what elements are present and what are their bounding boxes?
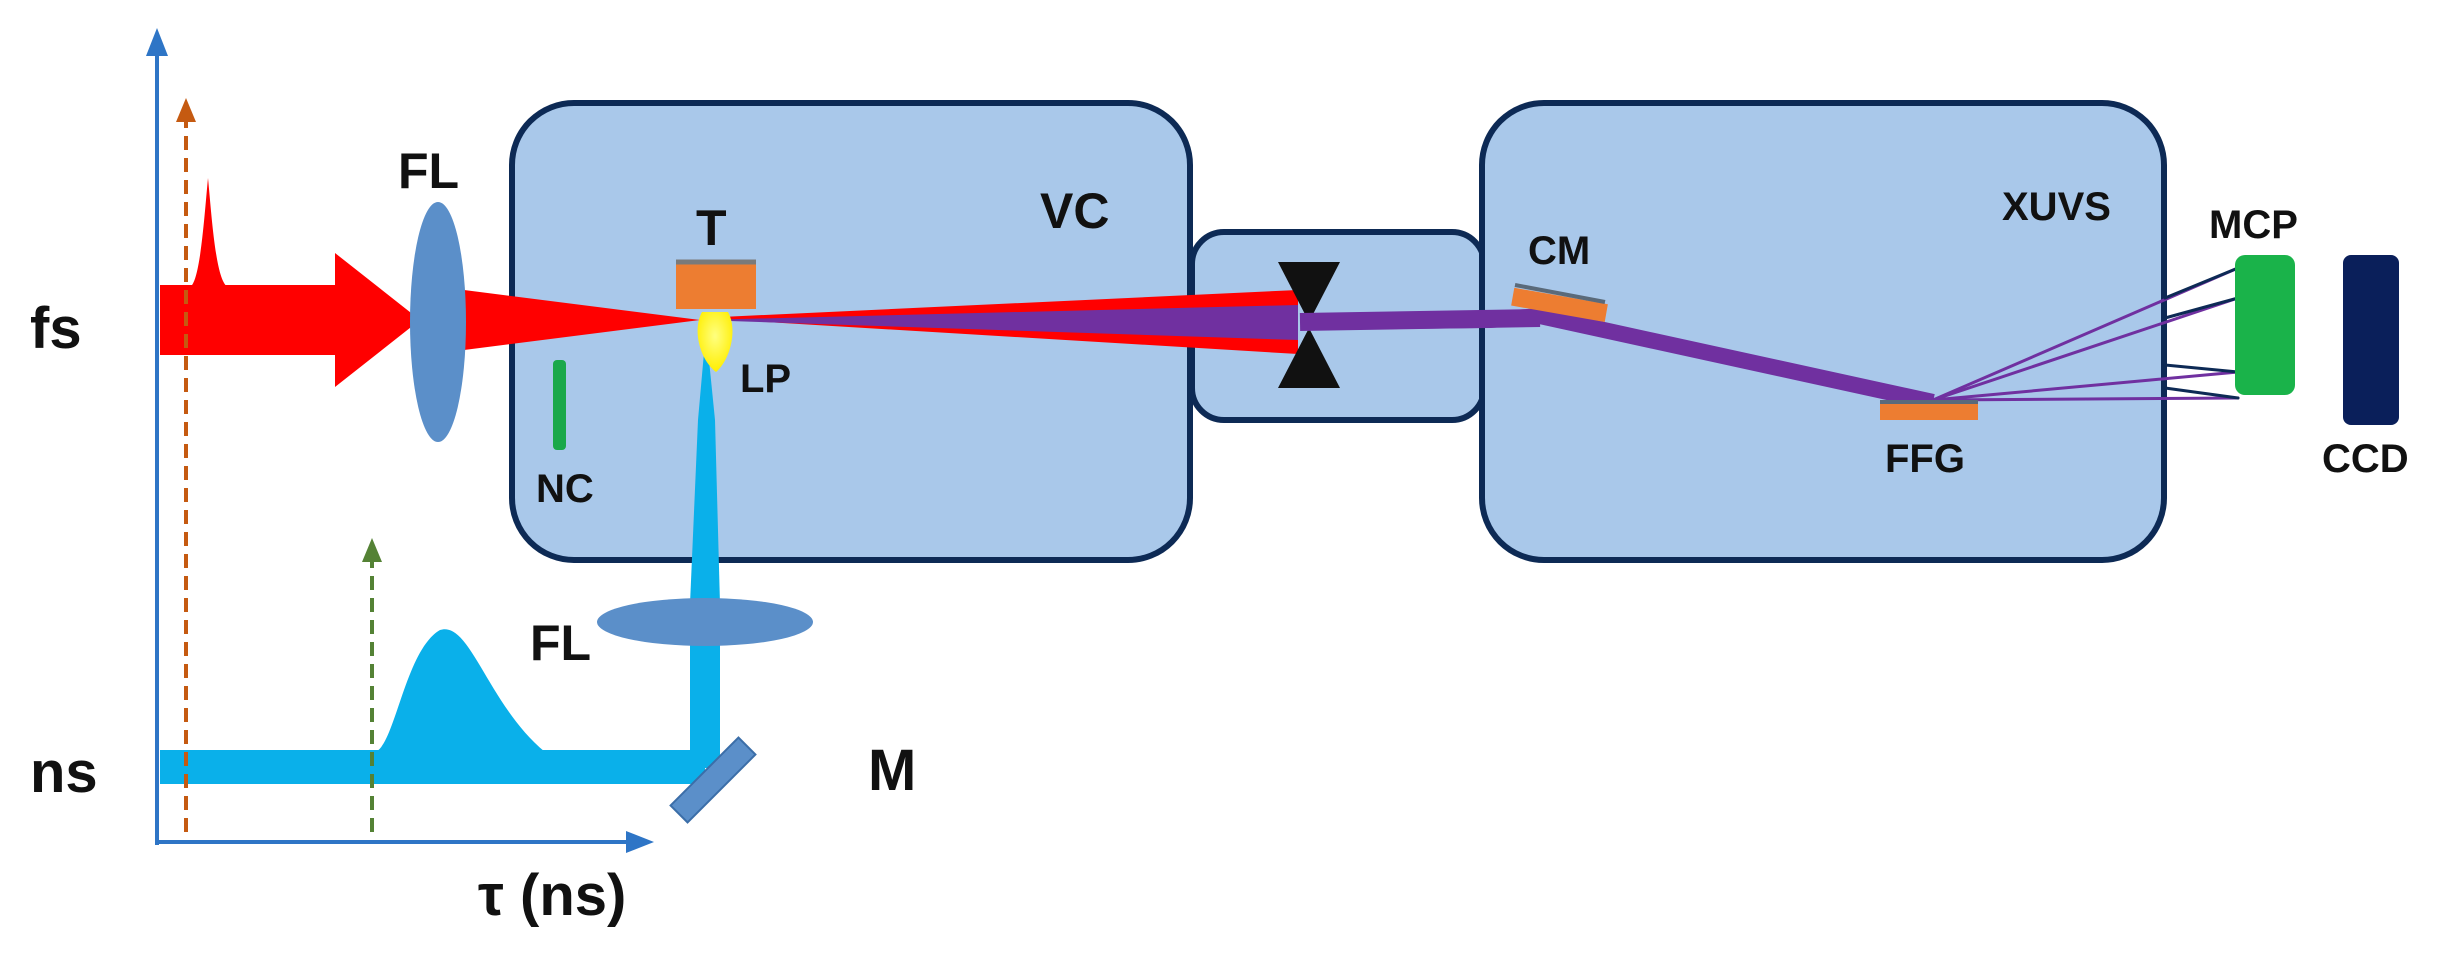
focusing-lens-top-label: FL: [398, 143, 459, 199]
ns-time-marker: [362, 538, 382, 832]
time-axes: [146, 28, 654, 853]
focusing-lens-bottom-label: FL: [530, 615, 591, 671]
mirror: [669, 736, 757, 824]
vacuum-chamber-label: VC: [1040, 183, 1109, 239]
ns-beam-focusing-cone: [690, 330, 720, 604]
nc-label: NC: [536, 467, 594, 511]
fs-pulse-shape: [190, 178, 228, 287]
mcp-label: MCP: [2209, 203, 2298, 247]
target: [676, 263, 756, 309]
cylindrical-mirror-edge: [1514, 283, 1606, 304]
harmonic-beam-horizontal-segment: [1299, 309, 1541, 331]
ccd-camera: [2343, 255, 2399, 425]
ns-beam-vertical: [690, 628, 720, 768]
cylindrical-mirror-label: CM: [1528, 229, 1590, 273]
focus-marker-icon-lower: [1278, 328, 1340, 388]
focusing-lens-bottom: [597, 598, 813, 646]
tau-axis-label: τ (ns): [478, 863, 626, 928]
flat-field-grating: [1880, 404, 1978, 420]
nc-plate: [553, 360, 566, 450]
ns-pulse-shape: [375, 629, 545, 752]
target-label: T: [696, 200, 727, 256]
diffracted-beams: [1931, 266, 2240, 402]
focus-marker-icon: [1278, 262, 1340, 322]
focusing-lens-top: [410, 202, 466, 442]
ns-label: ns: [30, 740, 98, 805]
xuv-spectrometer-chamber: [1479, 100, 2167, 563]
harmonic-beam-in-vc: [700, 305, 1298, 340]
mirror-label: M: [868, 738, 916, 803]
fs-beam-focusing-cone: [425, 285, 700, 355]
ccd-label: CCD: [2322, 437, 2409, 481]
laser-plasma-label: LP: [740, 357, 791, 401]
cylindrical-mirror: [1511, 287, 1608, 323]
fs-time-marker: [176, 98, 196, 832]
ns-beam-horizontal: [160, 750, 705, 784]
laser-plasma: [697, 312, 733, 372]
fs-label: fs: [30, 296, 82, 361]
grating-label: FFG: [1885, 437, 1965, 481]
xuv-spectrometer-label: XUVS: [2002, 185, 2111, 229]
mcp-detector: [2235, 255, 2295, 395]
